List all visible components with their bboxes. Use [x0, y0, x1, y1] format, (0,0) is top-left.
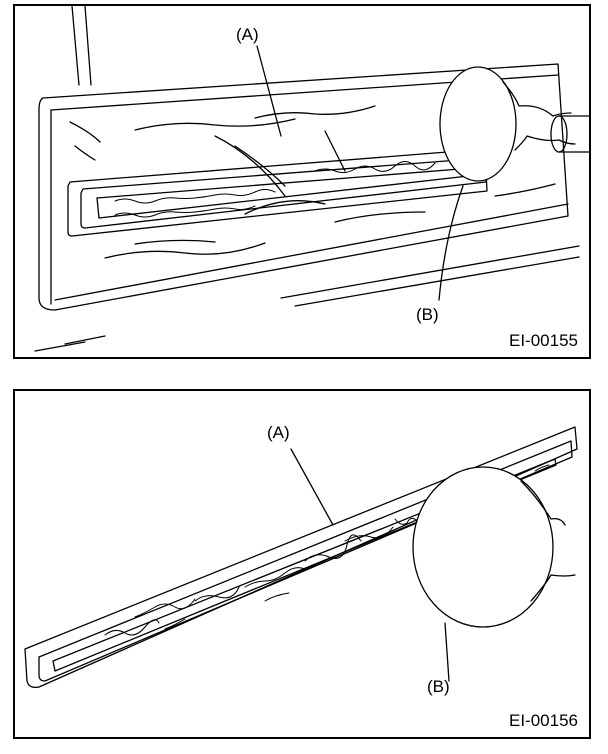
figure-code: EI-00156 [509, 711, 578, 730]
ground-line [34, 341, 86, 352]
callout-label-b: (B) [416, 305, 439, 324]
door-outline [38, 63, 569, 311]
panel-line [294, 256, 580, 307]
debris [344, 526, 394, 542]
dirt-mark [134, 239, 216, 245]
weatherstrip-inner [80, 157, 487, 229]
debris [114, 205, 256, 218]
weatherstrip-inner [38, 440, 573, 682]
debris [534, 464, 550, 472]
dirt-mark [254, 105, 376, 119]
callout-label-a: (A) [236, 25, 259, 44]
dirt-mark [214, 135, 286, 197]
callout-label-a: (A) [267, 423, 290, 442]
callout-label-b: (B) [427, 677, 450, 696]
frame-line [71, 6, 80, 86]
debris [244, 567, 306, 588]
leader-line-a [290, 448, 334, 526]
figure-code: EI-00155 [509, 331, 578, 350]
dirt-mark [134, 118, 296, 131]
door-weatherstrip-illustration [34, 6, 589, 352]
ground-line [64, 335, 106, 345]
figure-panel-bottom: (A) (B) EI-00156 [13, 389, 591, 739]
nozzle-pipe-end [550, 115, 568, 153]
nozzle-neck [514, 135, 576, 151]
nozzle-neck [502, 81, 572, 117]
dirt-mark [69, 121, 101, 143]
weatherstrip-channel [67, 148, 488, 237]
dirt-mark [324, 130, 346, 172]
door-inner-line [54, 203, 569, 301]
debris [394, 517, 418, 525]
debris [194, 586, 240, 602]
nozzle-bulb [439, 66, 517, 182]
debris [304, 534, 362, 562]
debris [134, 598, 196, 618]
debris [164, 618, 186, 630]
leader-line-a [256, 45, 282, 137]
weatherstrip-closeup-illustration [24, 426, 578, 689]
dirt-mark [244, 200, 326, 215]
nozzle-bulb [412, 466, 554, 628]
dirt-mark [334, 211, 426, 223]
dirt-mark [104, 242, 266, 259]
debris [104, 619, 160, 636]
weatherstrip-groove [52, 458, 557, 672]
debris [314, 161, 436, 174]
dirt-mark [234, 145, 286, 187]
panel-line [280, 245, 580, 299]
weatherstrip-outline [24, 426, 578, 689]
leader-line-b [438, 185, 464, 301]
nozzle-neck [520, 480, 566, 526]
debris [264, 592, 290, 602]
dirt-mark [494, 183, 556, 197]
frame-line [84, 6, 92, 86]
figure-panel-top: (A) (B) EI-00155 [13, 4, 591, 359]
dirt-mark [74, 145, 96, 161]
leader-line-b [444, 622, 450, 682]
debris [114, 189, 276, 204]
nozzle-neck [530, 574, 576, 602]
